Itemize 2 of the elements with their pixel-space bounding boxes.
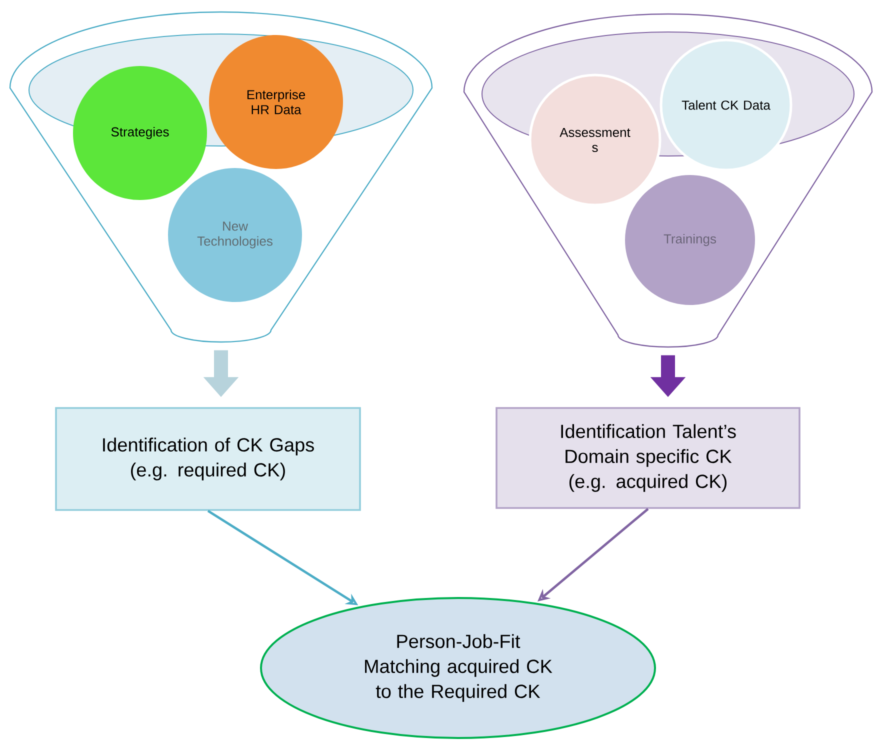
- process-box: Identification of CK Gaps (e.g. required CK): [55, 407, 361, 511]
- process-box: Identification Talent’s Domain specific CK (e.g. acquired CK): [496, 407, 800, 509]
